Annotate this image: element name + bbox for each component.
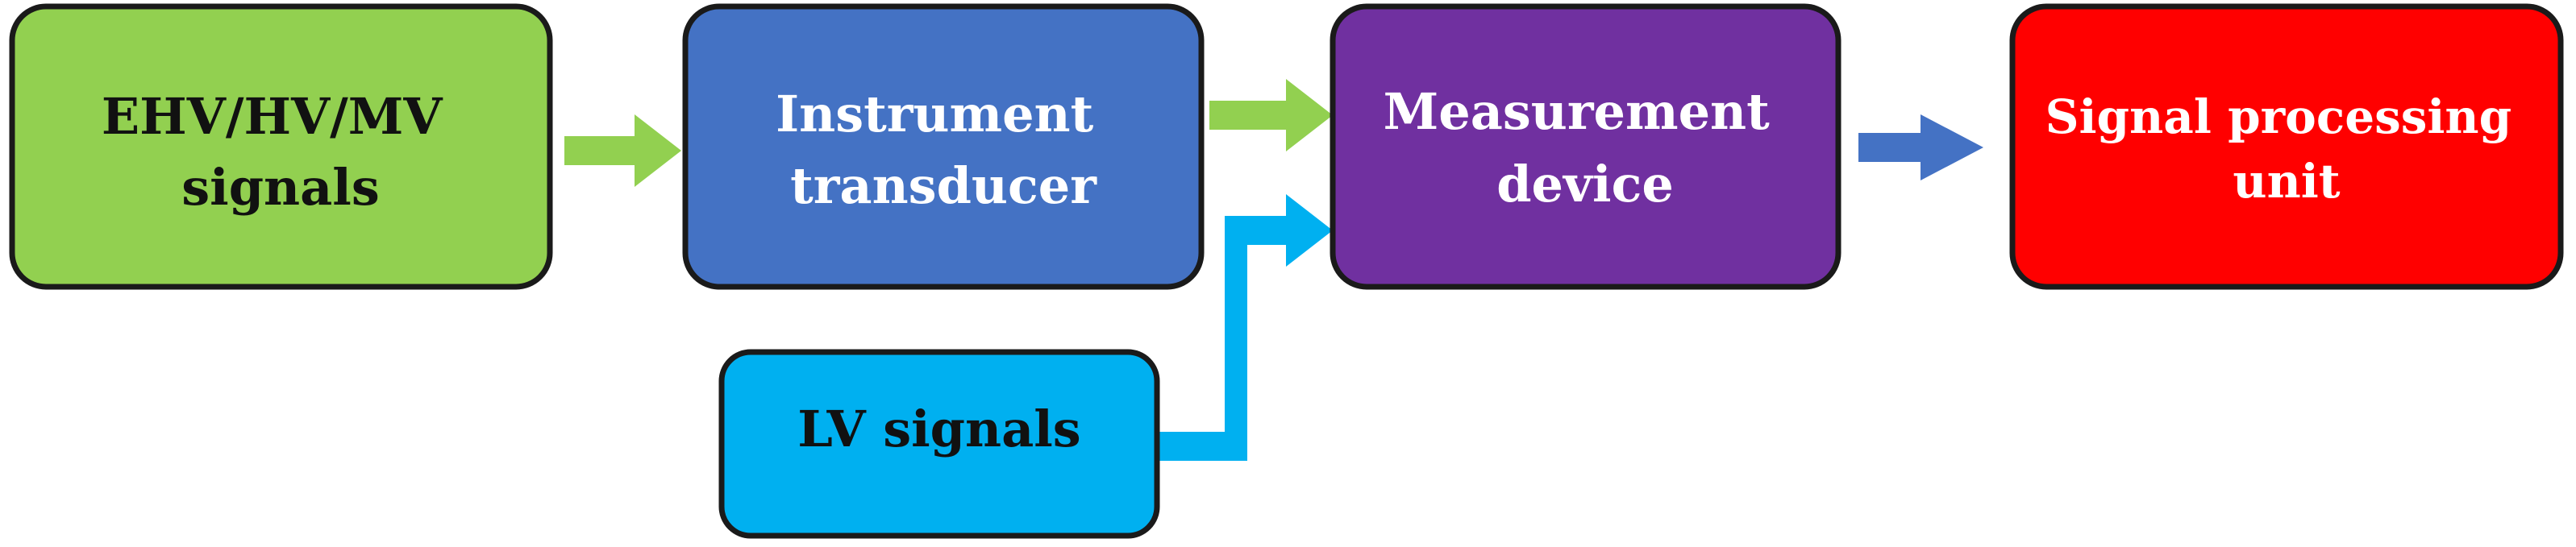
node-lv-signals: LV signals	[718, 349, 1160, 539]
node-processing-label-line-2: unit	[2233, 154, 2340, 209]
node-processing-label-line-1: Signal processing	[2045, 89, 2512, 144]
node-transducer-label-line-2: transducer	[790, 156, 1097, 215]
arrow-ehv-to-transducer	[564, 114, 681, 187]
node-processing-box	[2009, 3, 2564, 290]
node-measurement-device: Measurement device	[1330, 3, 1841, 290]
arrow-transducer-to-measurement	[1209, 79, 1333, 151]
node-measurement-label-line-1: Measurement	[1384, 82, 1770, 141]
node-ehv-label: EHV/HV/MV signals	[102, 87, 460, 217]
node-ehv-signals: EHV/HV/MV signals	[9, 3, 553, 290]
node-measurement-label: Measurement device	[1384, 82, 1787, 213]
node-ehv-label-line-1: EHV/HV/MV	[102, 87, 443, 146]
node-ehv-label-line-2: signals	[181, 158, 380, 217]
node-signal-processing-unit: Signal processing unit	[2009, 3, 2564, 290]
node-transducer-label: Instrument transducer	[776, 85, 1111, 215]
node-lv-box	[718, 349, 1160, 539]
node-processing-label: Signal processing unit	[2045, 89, 2528, 209]
edges	[564, 79, 1983, 461]
node-measurement-label-line-2: device	[1496, 155, 1674, 213]
node-transducer-label-line-1: Instrument	[776, 85, 1093, 143]
node-transducer-box	[682, 3, 1205, 290]
node-instrument-transducer: Instrument transducer	[682, 3, 1205, 290]
node-measurement-box	[1330, 3, 1841, 290]
node-lv-label: LV signals	[797, 400, 1080, 458]
node-ehv-box	[9, 3, 553, 290]
arrow-lv-to-measurement	[1155, 194, 1333, 461]
node-lv-label-line-1: LV signals	[797, 400, 1080, 458]
arrow-measurement-to-processing	[1858, 114, 1983, 180]
